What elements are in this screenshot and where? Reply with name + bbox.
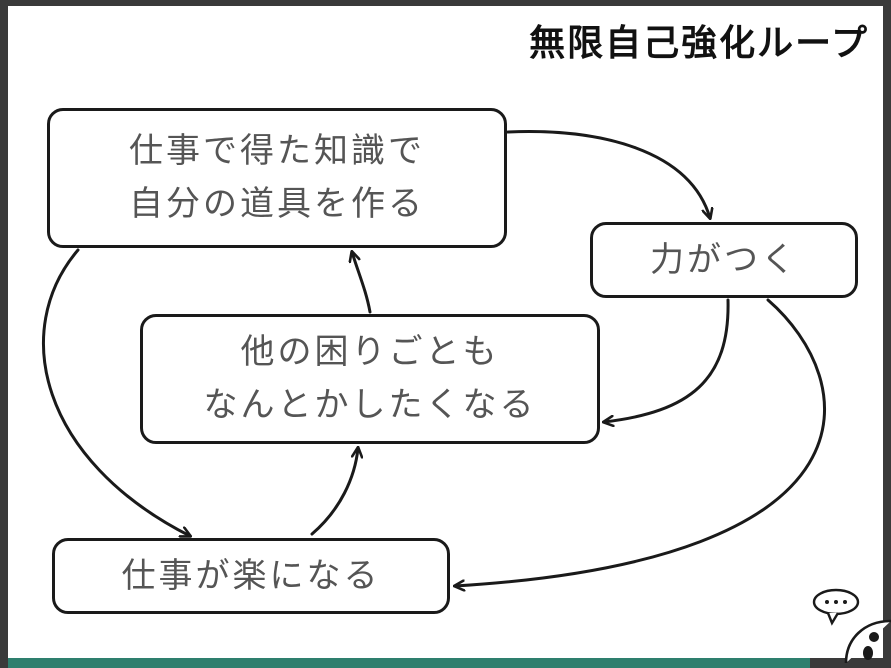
node-build-tools-line1: 仕事で得た知識で [129,131,425,172]
node-build-tools-line2: 自分の道具を作る [129,184,425,224]
node-help-others-line1: 他の困りごとも [240,332,500,373]
slide-title: 無限自己強化ループ [529,23,869,64]
node-work-easier: 仕事が楽になる [52,538,450,614]
arrow-tools-to-easier [41,248,190,536]
arrow-easier-to-others [310,448,358,536]
arrow-others-to-tools [352,252,372,314]
node-help-others: 他の困りごとも なんとかしたくなる [140,314,600,444]
speech-bubble-icon [812,588,860,626]
node-gain-power: 力がつく [590,222,858,298]
node-work-easier-label: 仕事が楽になる [121,555,381,596]
node-build-tools: 仕事で得た知識で 自分の道具を作る [47,108,507,248]
node-help-others-line2: なんとかしたくなる [203,385,537,425]
mascot-icon [812,588,891,664]
arrow-power-to-others [604,298,730,422]
node-gain-power-label: 力がつく [650,239,798,280]
progress-bar [8,658,810,668]
arrow-tools-to-power [506,130,710,218]
arrow-power-to-easier [455,298,826,586]
